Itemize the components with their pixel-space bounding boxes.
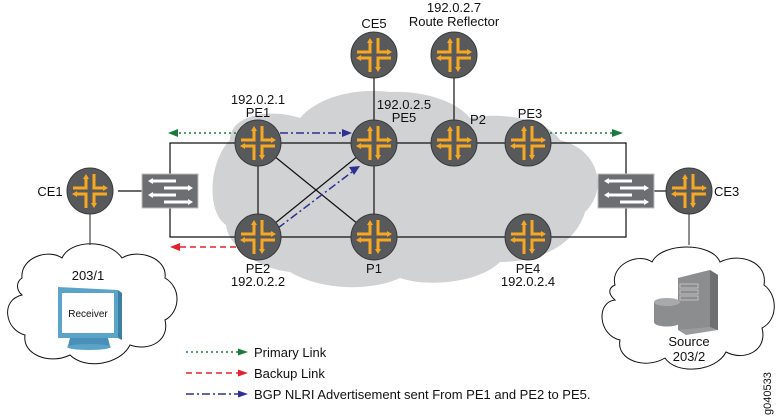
router-route-reflector [429, 30, 479, 80]
p1-label: P1 [366, 261, 382, 276]
pe1-label: PE1 [246, 105, 271, 120]
router-ce3 [664, 166, 714, 216]
source-label: Source [668, 334, 709, 349]
switch-right [596, 172, 656, 210]
pe1-ip: 192.0.2.1 [231, 92, 285, 107]
bgp-advertisement-pe2-pe5 [277, 166, 360, 229]
switch-left [140, 172, 200, 210]
figure-id: g040533 [762, 372, 774, 415]
rr-label: Route Reflector [409, 14, 500, 29]
primary-link-right [550, 129, 623, 137]
legend: Primary Link Backup Link BGP NLRI Advert… [186, 345, 590, 402]
source-prefix: 203/2 [673, 349, 706, 364]
receiver-monitor-icon [58, 287, 122, 350]
pe5-ip: 192.0.2.5 [377, 97, 431, 112]
router-pe2 [233, 212, 283, 262]
router-ce1 [65, 166, 115, 216]
pe2-ip: 192.0.2.2 [231, 274, 285, 289]
ce5-label: CE5 [361, 16, 386, 31]
backup-link [170, 243, 236, 251]
pe2-label: PE2 [246, 261, 271, 276]
router-ce5 [349, 30, 399, 80]
pe5-label: PE5 [392, 110, 417, 125]
primary-link-left [168, 129, 236, 137]
pe4-ip: 192.0.2.4 [501, 274, 555, 289]
p2-label: P2 [470, 112, 486, 127]
ce1-label: CE1 [37, 184, 62, 199]
provider-cloud [212, 90, 598, 288]
legend-item-backup: Backup Link [186, 366, 325, 381]
legend-label-backup: Backup Link [254, 366, 325, 381]
legend-item-primary: Primary Link [186, 345, 327, 360]
receiver-prefix: 203/1 [72, 268, 105, 283]
router-p1 [349, 212, 399, 262]
receiver-label: Receiver [68, 309, 108, 320]
pe3-label: PE3 [518, 106, 543, 121]
legend-item-bgp: BGP NLRI Advertisement sent From PE1 and… [186, 387, 590, 402]
pe4-label: PE4 [516, 261, 541, 276]
rr-ip: 192.0.2.7 [427, 0, 481, 15]
router-pe3 [503, 118, 553, 168]
router-pe4 [503, 212, 553, 262]
bgp-advertisement-pe1-pe5 [280, 129, 352, 137]
source-server-icon [654, 270, 718, 335]
legend-label-primary: Primary Link [254, 345, 327, 360]
router-pe5 [349, 118, 399, 168]
ce3-label: CE3 [714, 184, 739, 199]
legend-label-bgp: BGP NLRI Advertisement sent From PE1 and… [254, 387, 590, 402]
router-pe1 [233, 118, 283, 168]
